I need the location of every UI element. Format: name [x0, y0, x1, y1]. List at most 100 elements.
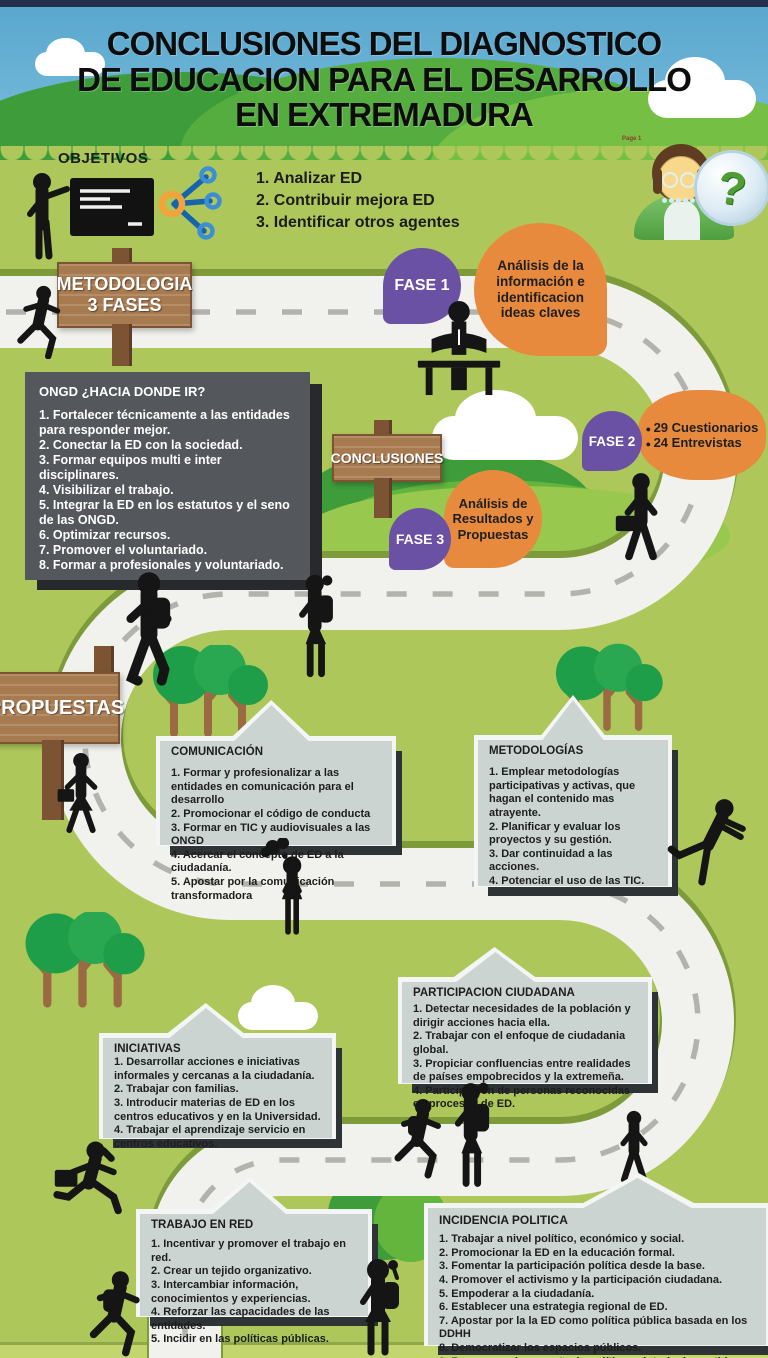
sign-propuestas-label: PROPUESTAS	[0, 696, 125, 719]
businessman-icon	[608, 472, 674, 564]
sign-propuestas: PROPUESTAS	[0, 672, 124, 744]
list-item: 2. Promocionar la ED en la educación for…	[439, 1246, 675, 1259]
list-item: 2. Planificar y evaluar los proyectos y …	[489, 820, 621, 847]
cloud	[432, 389, 578, 460]
list-item: 2. Trabajar con el enfoque de ciudadania…	[413, 1030, 626, 1056]
list-item: 3. Formar equipos multi e inter discipli…	[39, 453, 222, 482]
list-item: 2. Conectar la ED con la sociedad.	[39, 438, 243, 452]
student-boy-icon	[118, 570, 180, 690]
list-item: 4. Visibilizar el trabajo.	[39, 483, 174, 497]
sign-post	[374, 478, 392, 518]
running-woman-icon	[48, 1140, 134, 1220]
panel-title: INCIDENCIA POLITICA	[439, 1213, 568, 1227]
student-girl-icon	[292, 562, 342, 690]
panel-title: INICIATIVAS	[114, 1043, 181, 1055]
walking-girl-icon	[446, 1082, 500, 1188]
panel-list: 1. Detectar necesidades de la población …	[413, 1003, 639, 1112]
list-item: 3. Formar en TIC y audiovisuales a las O…	[171, 821, 371, 848]
page-title: CONCLUSIONES DEL DIAGNOSTICO DE EDUCACIO…	[10, 26, 758, 133]
pushing-person-icon	[666, 792, 748, 886]
cloud	[648, 57, 756, 118]
panel-title: TRABAJO EN RED	[151, 1219, 254, 1231]
sign-metodologia: METODOLOGIA 3 FASES	[57, 262, 192, 328]
bubble-fase3-text: Análisis de Resultados y Propuestas	[444, 470, 542, 568]
top-border	[0, 0, 768, 7]
list-item: 3. Propiciar confluencias entre realidad…	[413, 1057, 631, 1084]
list-item: 4. Reforzar las capacidades de las entid…	[151, 1306, 330, 1332]
list-item: 4. Trabajar el aprendizaje servicio en c…	[114, 1124, 306, 1150]
list-item: 2. Trabajar con familias.	[114, 1083, 239, 1096]
list-item: 1. Desarrollar acciones e iniciativas in…	[114, 1056, 315, 1082]
sign-post	[112, 248, 132, 264]
list-item: 24 Entrevistas	[646, 435, 759, 450]
question-orb-icon: ?	[694, 150, 768, 226]
avatar-shirt	[664, 200, 700, 240]
bubble-fase1-text: Análisis de la información e identificac…	[474, 223, 607, 356]
woman-briefcase-icon	[52, 752, 110, 834]
list-item: 3. Dar continuidad a las acciones.	[489, 847, 613, 874]
mindmap-icon	[158, 164, 222, 244]
list-item: 6. Optimizar recursos.	[39, 528, 171, 542]
fase2-list: 29 Cuestionarios24 Entrevistas	[646, 420, 759, 450]
title-line2: DE EDUCACION PARA EL DESARROLLO	[77, 60, 692, 98]
sign-conclusiones: CONCLUSIONES	[330, 434, 444, 482]
list-item: 1. Trabajar a nivel político, económico …	[439, 1233, 685, 1245]
necklace-icon	[662, 198, 695, 203]
fase1-label: FASE 1	[394, 277, 450, 294]
ongd-title: ONGD ¿HACIA DONDE IR?	[39, 384, 206, 399]
list-item: 3. Identificar otros agentes	[256, 214, 460, 232]
panel-list: 1. Trabajar a nivel político, económico …	[439, 1233, 757, 1358]
list-item: 5. Incidir en las políticas públicas.	[151, 1333, 329, 1346]
ongd-list: 1. Fortalecer técnicamente a las entidad…	[39, 408, 296, 573]
standing-girl-icon	[336, 1258, 424, 1358]
list-item: 1. Emplear metodologías participativas y…	[489, 766, 636, 819]
cloud	[238, 985, 318, 1030]
list-item: 4. Acercar el concepto de ED a la ciudad…	[171, 848, 344, 875]
bubble-fase3: FASE 3	[389, 508, 451, 570]
list-item: 8. Formar a profesionales y voluntariado…	[39, 558, 284, 572]
blackboard-icon	[70, 178, 154, 236]
list-item: 7. Promover el voluntariado.	[39, 543, 208, 557]
list-item: 5. Integrar la ED en los estatutos y el …	[39, 498, 290, 527]
panel-trabajo-en-red: TRABAJO EN RED 1. Incentivar y promover …	[136, 1177, 378, 1345]
fase2-label: FASE 2	[588, 433, 636, 449]
list-item: 2. Crear un tejido organizativo.	[151, 1265, 312, 1278]
list-item: 9. Recuperar el concepto de política y d…	[439, 1356, 757, 1358]
list-item: 1. Analizar ED	[256, 170, 363, 187]
sign-post	[112, 324, 132, 366]
sign-metodologia-line1: METODOLOGIA	[56, 274, 193, 295]
list-item: 1. Fortalecer técnicamente a las entidad…	[39, 408, 290, 437]
bubble-fase1: FASE 1	[383, 248, 461, 324]
list-item: 4. Promover el activismo y la participac…	[439, 1273, 723, 1286]
list-item: 8. Democratizar los espacios públicos.	[439, 1342, 642, 1354]
panel-title: COMUNICACIÓN	[171, 746, 263, 758]
list-item: 6. Establecer una estrategia regional de…	[439, 1301, 668, 1314]
panel-participacion: PARTICIPACION CIUDADANA 1. Detectar nece…	[398, 947, 658, 1110]
reader-at-desk-icon	[413, 300, 505, 396]
woman-avatar: ?	[628, 142, 768, 240]
sign-conclusiones-label: CONCLUSIONES	[330, 450, 444, 466]
cloud	[35, 37, 105, 76]
fase3-label: FASE 3	[395, 531, 445, 547]
bubble-fase2: FASE 2	[582, 411, 642, 471]
panel-list: 1. Desarrollar acciones e iniciativas in…	[114, 1056, 323, 1151]
sign-post	[94, 646, 114, 674]
glasses-icon	[662, 172, 678, 188]
panel-title: PARTICIPACION CIUDADANA	[413, 987, 575, 999]
fase1-bubble-text: Análisis de la información e identificac…	[496, 257, 585, 321]
walking-man-icon	[614, 1110, 654, 1186]
teacher-icon	[22, 172, 72, 262]
list-item: 1. Incentivar y promover el trabajo en r…	[151, 1238, 347, 1264]
sign-post	[374, 420, 392, 436]
tree-cluster-icon	[542, 642, 672, 738]
list-item: 3. Fomentar la participación política de…	[439, 1260, 705, 1273]
title-line3: EN EXTREMADURA	[235, 96, 534, 134]
thinking-person-icon	[260, 838, 314, 938]
list-item: 7. Apostar por la la ED como política pú…	[439, 1314, 748, 1341]
panel-incidencia-politica: INCIDENCIA POLITICA 1. Trabajar a nivel …	[424, 1173, 768, 1358]
list-item: 1. Detectar necesidades de la población …	[413, 1003, 631, 1029]
list-item: 2. Promocionar el código de conducta	[171, 807, 371, 820]
list-item: 3. Intercambiar información, conocimient…	[151, 1278, 311, 1305]
